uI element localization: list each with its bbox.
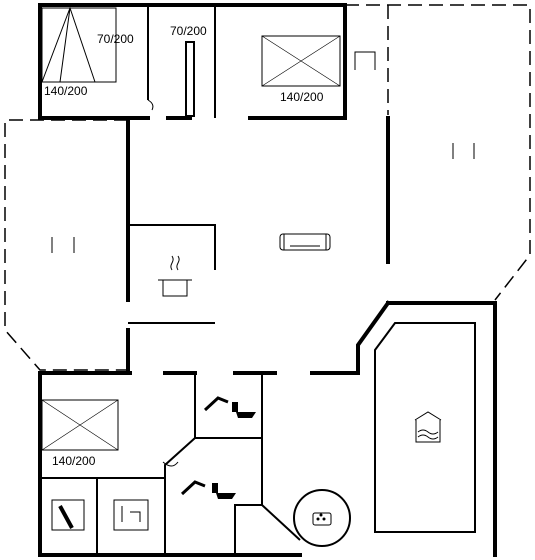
bed-labels: 70/200 140/200 70/200 140/200 140/200 (44, 24, 324, 468)
wall-pool-diagonal (356, 300, 391, 375)
terrace-top-right (344, 4, 531, 301)
spa-icon (293, 489, 351, 547)
terrace-marker-right (452, 143, 475, 159)
terraces (4, 4, 531, 371)
wall-bottom-block (38, 371, 360, 557)
sauna-icon (113, 499, 149, 531)
wall-bath-2 (164, 437, 301, 555)
bed-top-left-lines (41, 6, 96, 83)
label-bed-top-middle-single: 70/200 (170, 24, 207, 38)
terrace-post (354, 51, 376, 70)
door-swings (147, 99, 179, 467)
wall-pool-top (386, 301, 497, 557)
toilet-shower-icon-2 (180, 480, 236, 499)
bed-top-right-double (261, 35, 341, 87)
wall-bath-1 (194, 373, 263, 439)
wall-kitchen (128, 224, 216, 324)
walls (38, 3, 497, 557)
wall-top-block (38, 3, 347, 120)
terrace-left (4, 119, 128, 371)
label-bed-top-right-double: 140/200 (280, 90, 324, 104)
label-bed-bottom-left-double: 140/200 (52, 454, 96, 468)
label-bed-top-left-single: 70/200 (97, 32, 134, 46)
beds (41, 6, 341, 451)
bed-top-right-lines (261, 35, 341, 87)
toilet-shower-icon (203, 396, 256, 418)
bed-top-left-double (41, 7, 117, 83)
pool-icon (374, 322, 476, 533)
washing-machine-icon (51, 499, 85, 531)
bed-bottom-left-lines (41, 399, 119, 451)
terrace-marker-left (51, 237, 75, 253)
stove-pot-icon (158, 255, 192, 297)
bed-top-middle-single (185, 41, 195, 117)
label-bed-top-left-double: 140/200 (44, 84, 88, 98)
bed-bottom-left-double (41, 399, 119, 451)
wall-utility (40, 477, 165, 555)
sofa-icon (279, 233, 331, 251)
